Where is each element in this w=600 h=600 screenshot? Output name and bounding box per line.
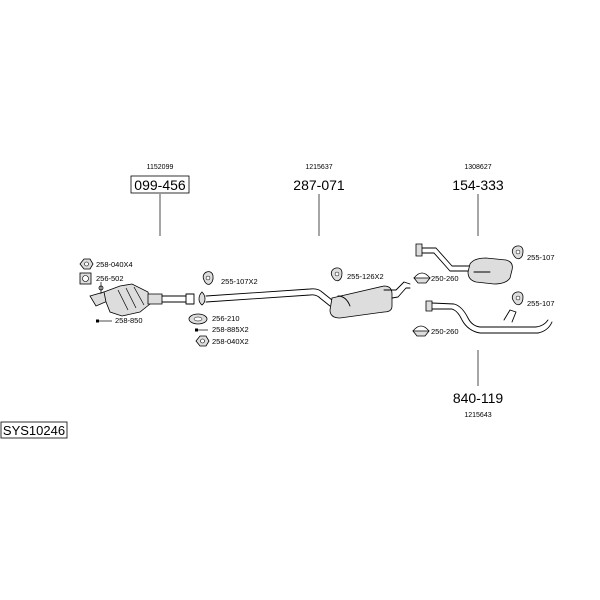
group-code-4: 1215643 xyxy=(464,412,491,419)
tail-pipe-icon[interactable] xyxy=(425,300,553,334)
part-label-255-107X2: 255-107X2 xyxy=(221,277,258,286)
rubber-hanger-icon xyxy=(511,245,524,260)
part-label-255-126X2: 255-126X2 xyxy=(347,272,384,281)
part-label-258-040X4: 258-040X4 xyxy=(96,260,133,269)
rubber-hanger-icon xyxy=(202,271,214,285)
gasket-icon xyxy=(198,291,206,306)
hex-nut-icon xyxy=(195,335,210,347)
muffler-icon[interactable] xyxy=(205,281,411,319)
rubber-hanger-icon xyxy=(330,267,343,282)
bolt-icon xyxy=(195,328,208,332)
gasket-icon xyxy=(79,272,92,285)
bolt-icon xyxy=(96,319,112,323)
part-label-256-210: 256-210 xyxy=(212,314,240,323)
part-label-258-885X2: 258-885X2 xyxy=(212,325,249,334)
part-label-250-260-upper: 250-260 xyxy=(431,274,459,283)
group-number-1[interactable]: 099-456 xyxy=(134,177,186,193)
part-label-255-107-upper: 255-107 xyxy=(527,253,555,262)
part-label-256-502: 256-502 xyxy=(96,274,124,283)
gasket-icon xyxy=(188,313,208,325)
group-code-1: 1152099 xyxy=(147,164,174,171)
pipe-clamp-icon xyxy=(413,272,431,284)
group-number-2[interactable]: 287-071 xyxy=(293,177,345,193)
group-number-box-1 xyxy=(130,175,190,194)
group-code-3: 1308627 xyxy=(464,164,491,171)
part-label-255-107-lower: 255-107 xyxy=(527,299,555,308)
part-label-258-040X2: 258-040X2 xyxy=(212,337,249,346)
system-id-box xyxy=(0,421,68,439)
rubber-hanger-icon xyxy=(511,291,524,306)
catalytic-converter-icon[interactable] xyxy=(89,282,195,317)
group-code-2: 1215637 xyxy=(305,164,332,171)
part-label-250-260-lower: 250-260 xyxy=(431,327,459,336)
part-label-258-850: 258-850 xyxy=(115,316,143,325)
system-id: SYS10246 xyxy=(3,423,65,438)
hex-nut-icon xyxy=(79,258,94,270)
muffler-icon[interactable] xyxy=(415,243,513,285)
group-number-4[interactable]: 840-119 xyxy=(453,390,504,406)
group-number-3[interactable]: 154-333 xyxy=(452,177,504,193)
pipe-clamp-icon xyxy=(412,325,430,337)
